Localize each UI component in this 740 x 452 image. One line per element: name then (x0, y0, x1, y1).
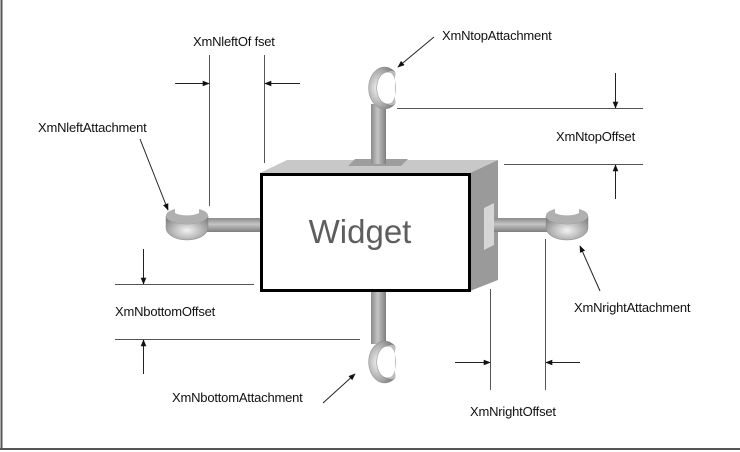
right-attachment-label: XmNrightAttachment (574, 300, 691, 315)
right-attachment-leader-arrow (579, 245, 601, 292)
left-attachment-leader-arrow (139, 138, 169, 211)
widget-front-face (260, 173, 471, 292)
bottom-offset-label: XmNbottomOffset (115, 304, 216, 319)
top-ring-rim (388, 70, 396, 106)
widget-top-face (260, 160, 498, 173)
left-post (200, 218, 260, 232)
left-offset-label: XmNleftOf fset (193, 34, 275, 49)
bottom-attachment-label: XmNbottomAttachment (172, 390, 303, 405)
bottom-attachment-hook (368, 292, 396, 384)
top-offset-label: XmNtopOffset (556, 129, 636, 144)
left-offset-dimension: XmNleftOf fset (175, 34, 300, 206)
right-offset-dimension: XmNrightOffset (455, 239, 580, 419)
right-post (494, 218, 550, 232)
top-attachment-hook (368, 66, 396, 164)
left-ring-rim (165, 209, 209, 224)
top-attachment-callout: XmNtopAttachment (397, 28, 552, 68)
left-attachment-callout: XmNleftAttachment (38, 120, 169, 211)
right-attachment-hook (494, 209, 589, 241)
top-offset-dimension: XmNtopOffset (397, 73, 643, 199)
right-ring-rim (545, 209, 589, 224)
top-post (371, 104, 386, 164)
right-attachment-callout: XmNrightAttachment (574, 245, 691, 315)
bottom-offset-dimension: XmNbottomOffset (115, 249, 360, 374)
widget-box: Widget (260, 159, 498, 292)
bottom-attachment-leader-arrow (322, 373, 356, 404)
top-attachment-label: XmNtopAttachment (442, 28, 552, 43)
widget-label: Widget (309, 213, 412, 250)
top-ring-icon (368, 66, 396, 110)
bottom-ring-rim (388, 344, 396, 380)
left-attachment-hook (165, 209, 260, 241)
left-attachment-label: XmNleftAttachment (38, 120, 147, 135)
right-offset-label: XmNrightOffset (470, 404, 556, 419)
bottom-attachment-callout: XmNbottomAttachment (172, 373, 356, 405)
bottom-post (371, 292, 386, 344)
top-attachment-leader-arrow (397, 36, 435, 68)
bottom-ring-icon (368, 340, 396, 384)
right-mount-plate (484, 203, 494, 250)
